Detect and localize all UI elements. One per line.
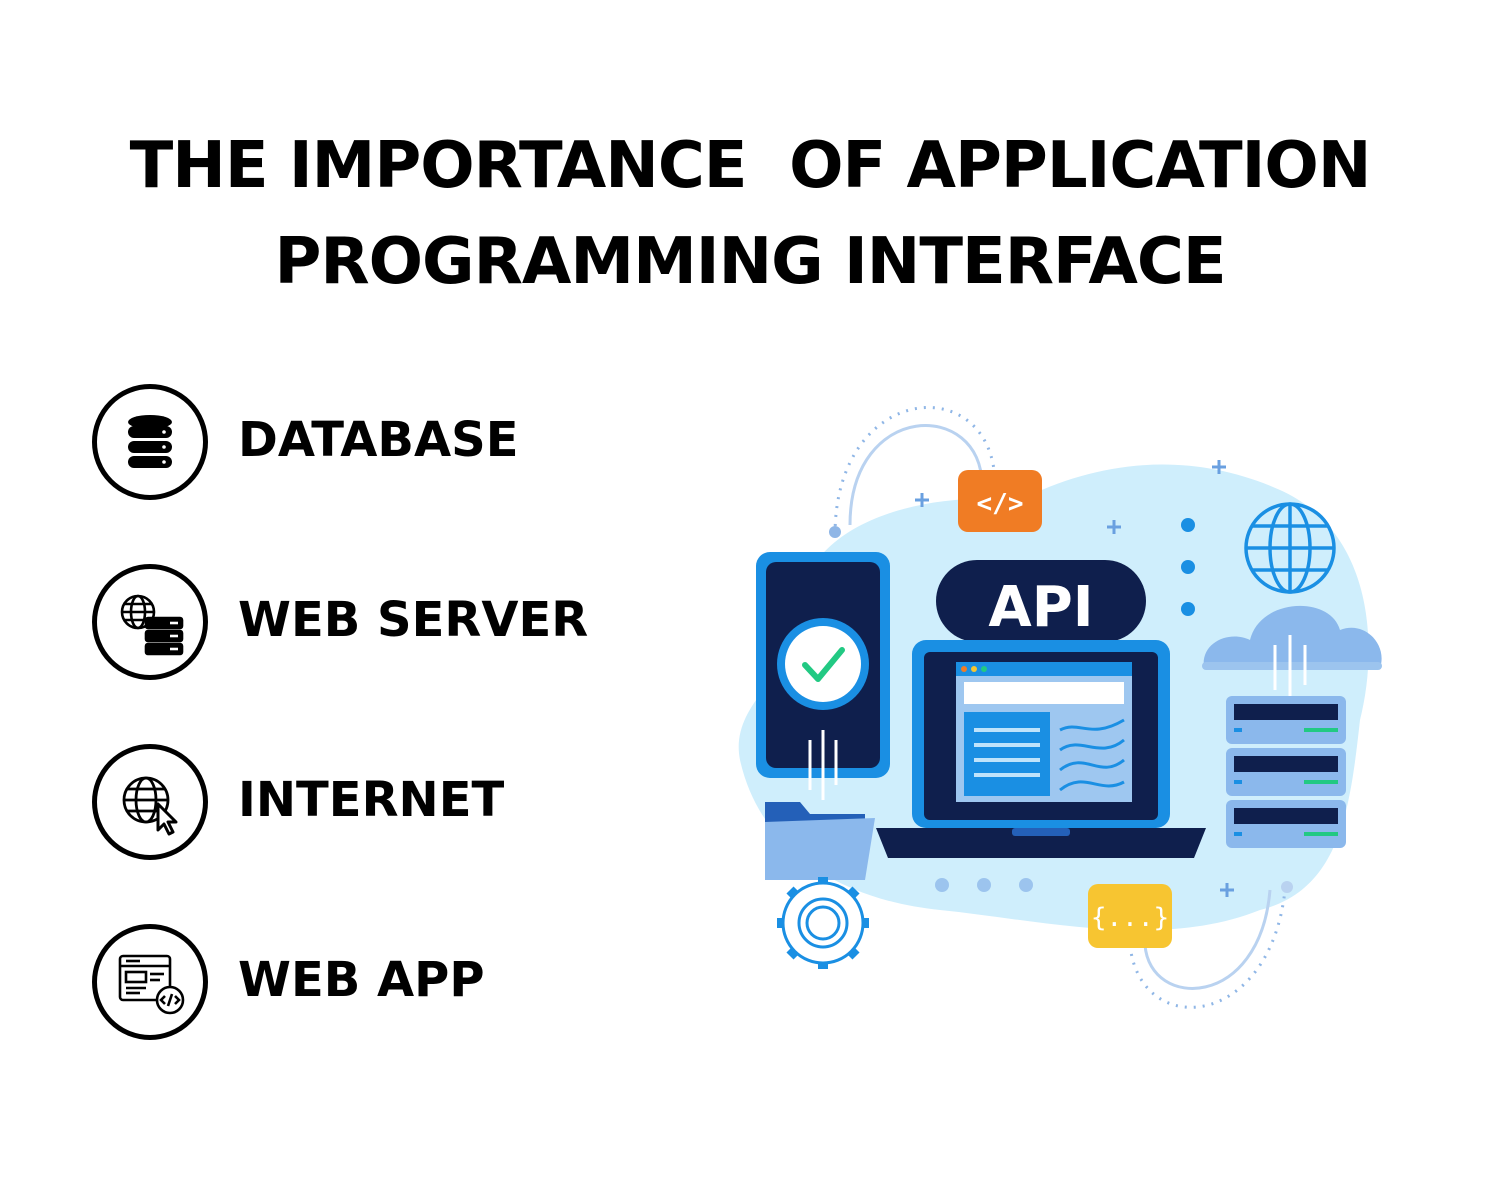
api-label: API	[988, 575, 1093, 640]
api-illustration: </>	[720, 390, 1400, 1040]
code-badge: </>	[958, 470, 1042, 532]
plus-decorations	[915, 460, 1234, 897]
feature-database: DATABASE	[92, 384, 652, 500]
api-bubble: API	[936, 560, 1146, 672]
laptop-icon	[876, 640, 1206, 858]
feature-web-server: WEB SERVER	[92, 564, 652, 680]
gear-icon	[777, 877, 869, 969]
code-badge-label: </>	[977, 489, 1024, 519]
title-line-2: PROGRAMMING INTERFACE	[274, 225, 1226, 299]
title-line-1: THE IMPORTANCE OF APPLICATION	[129, 129, 1372, 203]
server-rack-icon	[1226, 696, 1346, 848]
json-badge: {...}	[1088, 884, 1172, 948]
web-server-icon	[92, 564, 208, 680]
globe-icon	[1244, 502, 1336, 594]
phone-icon	[756, 552, 890, 778]
feature-web-app: WEB APP	[92, 924, 652, 1040]
feature-label: WEB APP	[238, 952, 485, 1008]
json-badge-label: {...}	[1091, 903, 1169, 933]
folder-icon	[765, 802, 875, 880]
feature-internet: INTERNET	[92, 744, 652, 860]
feature-label: INTERNET	[238, 772, 505, 828]
internet-icon	[92, 744, 208, 860]
web-app-icon	[92, 924, 208, 1040]
feature-label: DATABASE	[238, 412, 519, 468]
database-icon	[92, 384, 208, 500]
page-title: THE IMPORTANCE OF APPLICATION PROGRAMMIN…	[0, 118, 1500, 310]
cloud-icon	[1203, 605, 1382, 668]
feature-label: WEB SERVER	[238, 592, 589, 648]
